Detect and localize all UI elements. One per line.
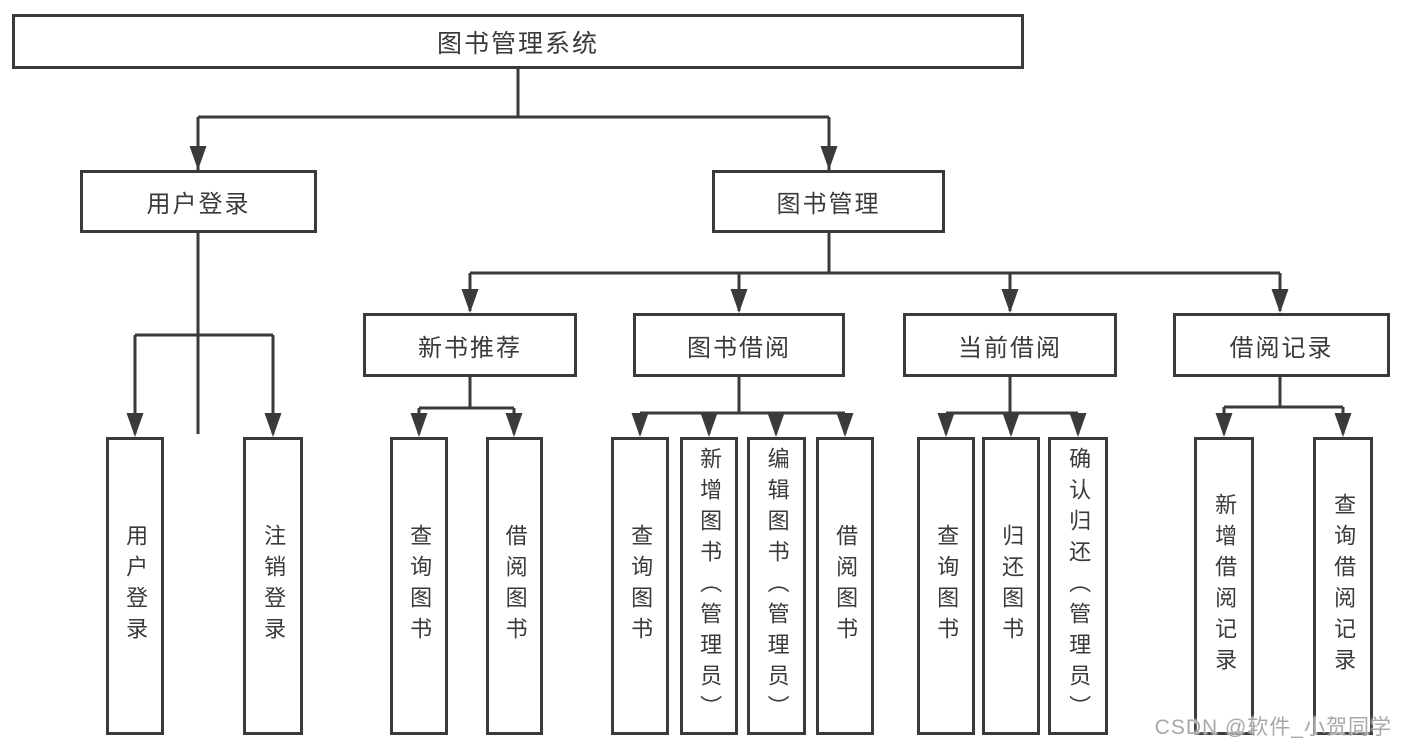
arrowheads [126,146,1352,437]
leaf-label: 新增借阅记录 [1212,493,1238,679]
leaf-label: 查询图书 [628,524,654,648]
arrowhead [505,413,523,437]
node-book-management: 图书管理 [712,170,945,233]
leaf-borrow-borrow-books: 借阅图书 [816,437,874,735]
arrowhead [1334,413,1352,437]
arrowhead [410,413,428,437]
arrowhead [1002,413,1020,437]
connector-new-book [417,376,516,434]
node-label: 用户登录 [146,191,251,218]
node-current-borrowing: 当前借阅 [903,313,1117,377]
leaf-borrow-edit-books-admin: 编辑图书（管理员） [747,437,806,735]
leaf-records-add-record: 新增借阅记录 [1194,437,1254,735]
node-label: 借阅记录 [1229,334,1334,362]
leaf-label: 新增图书（管理员） [697,446,723,726]
connector-borrowing-records [1222,376,1345,434]
leaf-label: 借阅图书 [502,524,528,648]
leaf-label: 查询借阅记录 [1331,493,1357,679]
leaf-label: 借阅图书 [833,524,859,648]
connector-lines [133,69,1345,434]
arrowhead [937,413,955,437]
arrowhead [767,413,785,437]
node-label: 新书推荐 [418,334,522,362]
arrowhead [700,413,718,437]
leaf-current-return-books: 归还图书 [982,437,1040,735]
node-root: 图书管理系统 [12,14,1024,69]
csdn-watermark: CSDN @软件_小贺同学 [1154,716,1392,739]
leaf-recommend-borrow-books: 借阅图书 [486,437,543,735]
arrowhead [631,413,649,437]
node-label: 图书借阅 [687,334,791,362]
node-label: 图书管理 [776,191,881,218]
leaf-borrow-add-books-admin: 新增图书（管理员） [680,437,738,735]
arrowhead [461,289,479,313]
connector-book-borrowing [638,376,847,434]
leaf-current-confirm-return-admin: 确认归还（管理员） [1048,437,1108,735]
leaf-label: 编辑图书（管理员） [764,446,790,726]
arrowhead [1069,413,1087,437]
leaf-borrow-query-books: 查询图书 [611,437,669,735]
arrowhead [189,146,207,170]
arrowhead [730,289,748,313]
arrowhead [820,146,838,170]
leaf-logout: 注销登录 [243,437,303,735]
node-user-login: 用户登录 [80,170,317,233]
leaf-records-query-record: 查询借阅记录 [1313,437,1373,735]
node-label: 当前借阅 [958,334,1062,362]
leaf-label: 查询图书 [407,524,433,648]
node-root-label: 图书管理系统 [436,29,599,58]
leaf-recommend-query-books: 查询图书 [390,437,448,735]
leaf-label: 注销登录 [261,524,287,648]
leaf-label: 用户登录 [123,524,149,648]
arrowhead [836,413,854,437]
arrowhead [1215,413,1233,437]
arrowhead [126,413,144,437]
connector-root [196,69,831,434]
leaf-label: 确认归还（管理员） [1066,446,1092,726]
connector-user-login [133,233,275,434]
node-borrowing-records: 借阅记录 [1173,313,1390,377]
arrowhead [264,413,282,437]
leaf-current-query-books: 查询图书 [917,437,975,735]
arrowhead [1271,289,1289,313]
leaf-user-login: 用户登录 [106,437,164,735]
node-book-borrowing: 图书借阅 [633,313,845,377]
leaf-label: 归还图书 [999,524,1025,648]
leaf-label: 查询图书 [934,524,960,648]
node-new-book-recommendation: 新书推荐 [363,313,577,377]
arrowhead [1001,289,1019,313]
connector-book-management [468,233,1282,311]
